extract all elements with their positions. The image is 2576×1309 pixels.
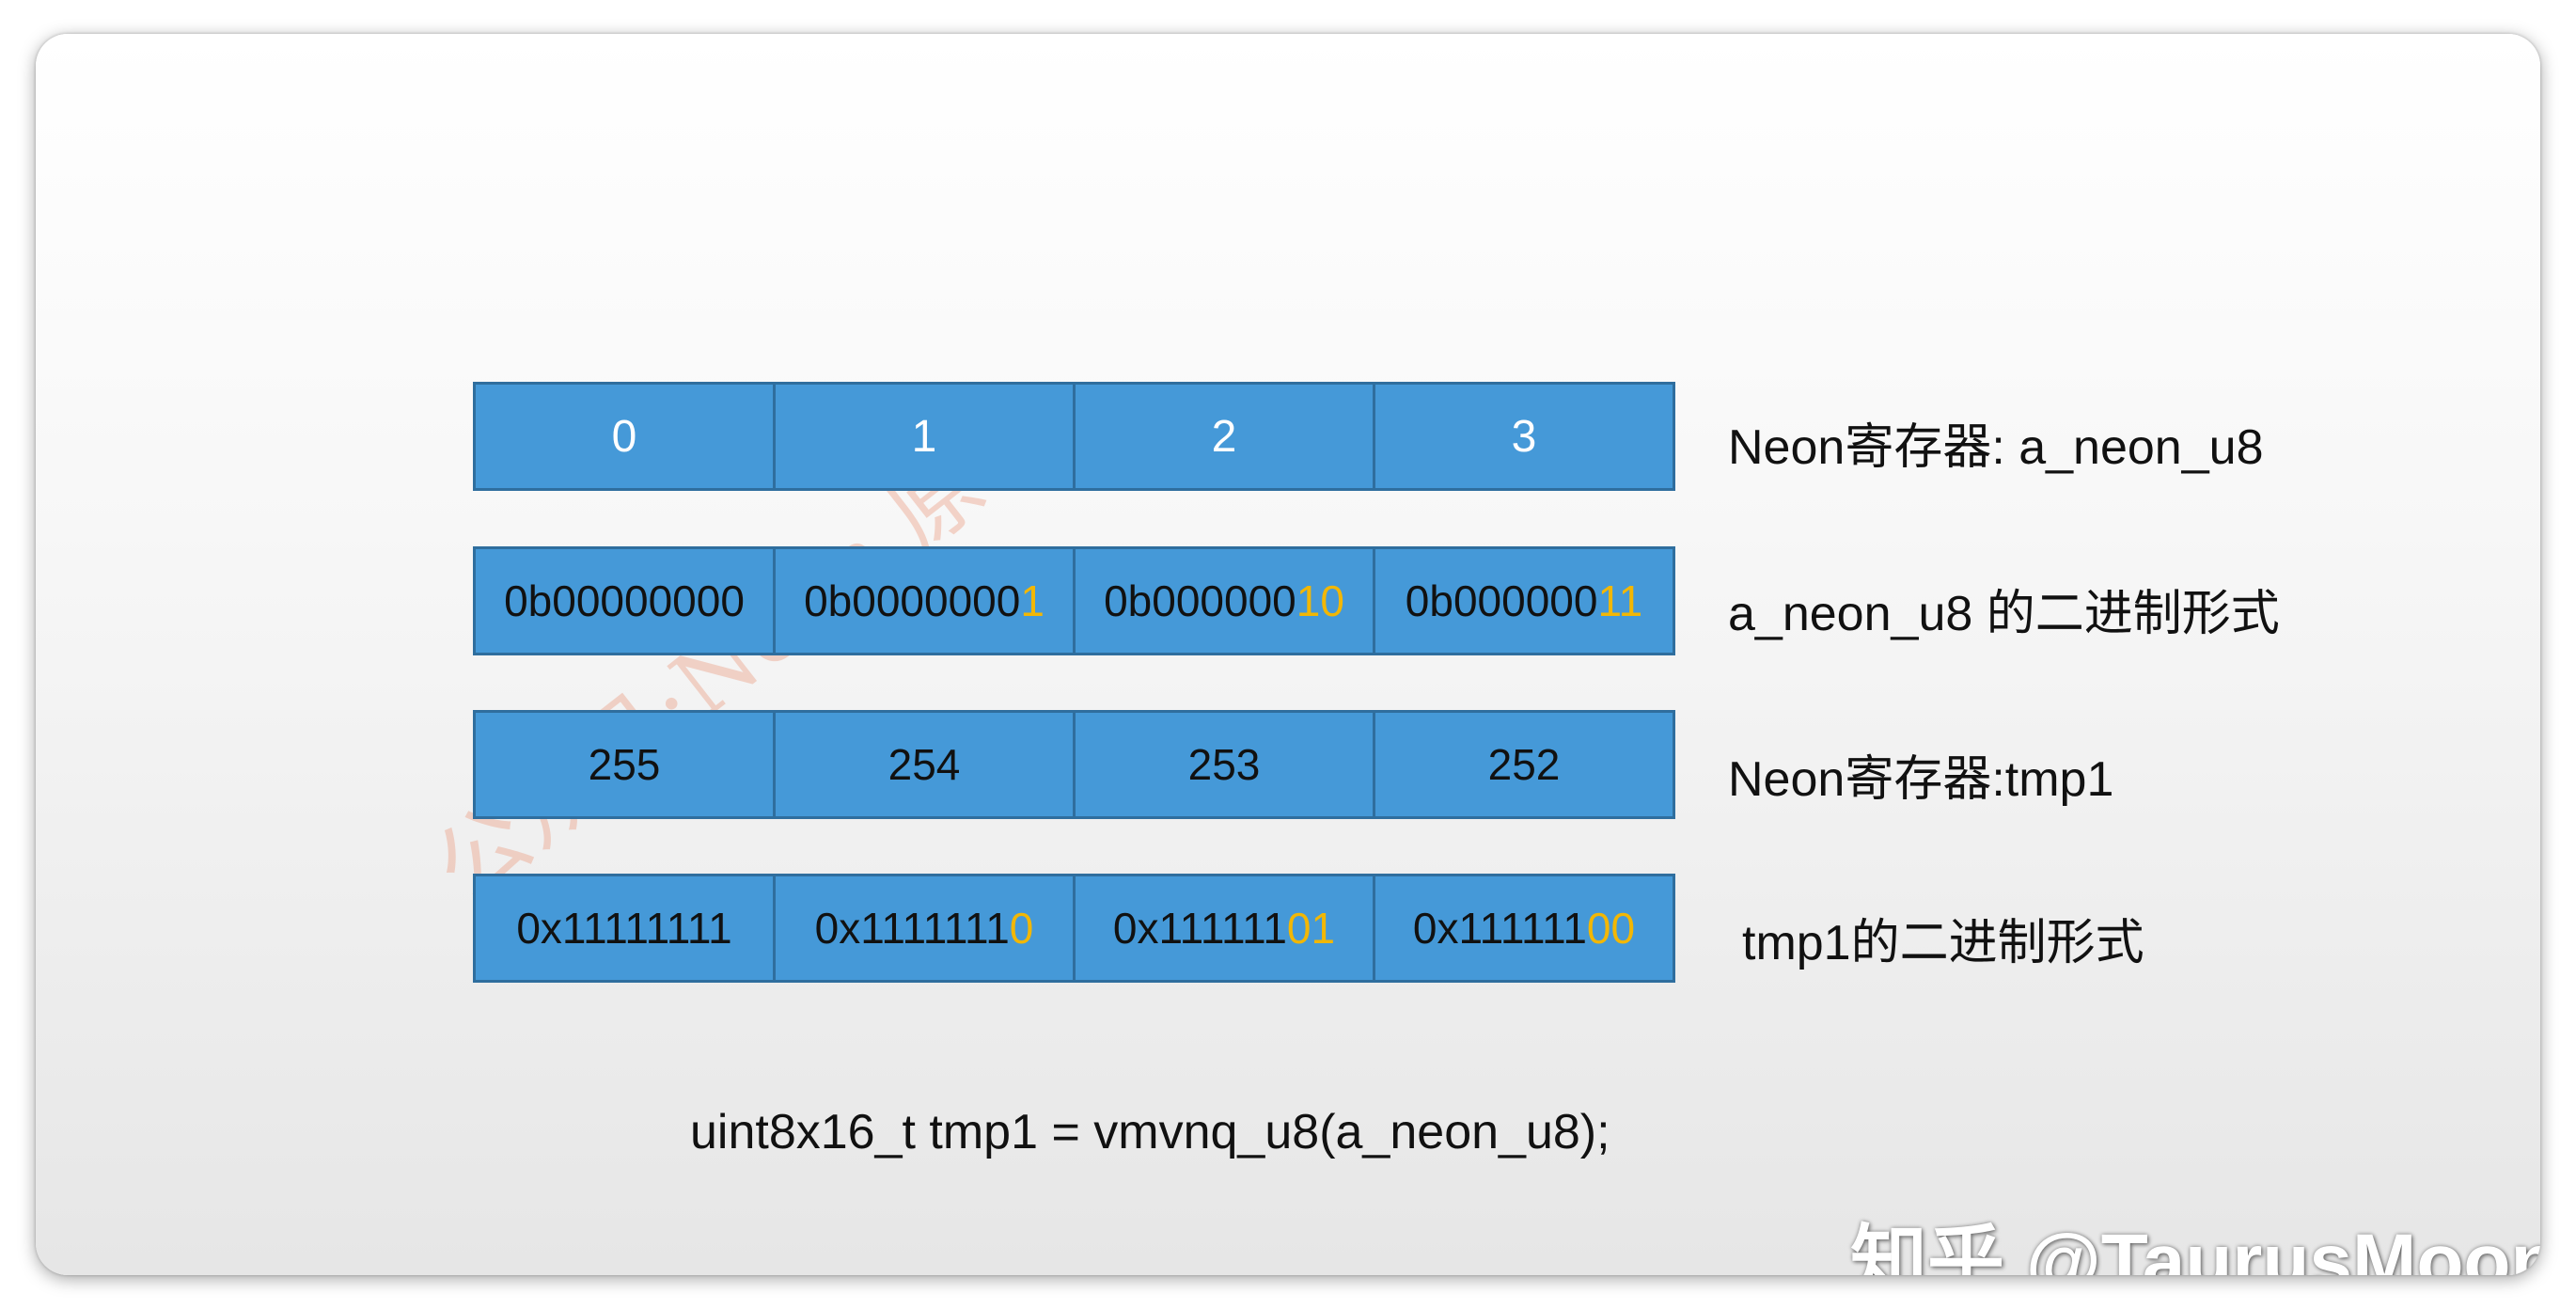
row-label: Neon寄存器: a_neon_u8	[1728, 420, 2264, 475]
row-label: tmp1的二进制形式	[1742, 916, 2144, 970]
register-a-neon-u8: 0 1 2 3	[473, 382, 1675, 491]
lane-0: 255	[476, 713, 776, 816]
lane-0: 0b00000000	[476, 549, 776, 653]
lane-1: 1	[776, 385, 1076, 488]
lane-0: 0	[476, 385, 776, 488]
diagram-panel: 公众号:Neon 原创 0 1 2 3 Neon寄存器: a_neon_u8 0…	[36, 34, 2540, 1275]
lane-1: 254	[776, 713, 1076, 816]
row-label: a_neon_u8 的二进制形式	[1728, 587, 2280, 641]
zhihu-logo: 知乎 @TaurusMoon	[1850, 1219, 2540, 1275]
lane-0: 0x11111111	[476, 876, 776, 980]
lane-2: 2	[1076, 385, 1375, 488]
code-line: uint8x16_t tmp1 = vmvnq_u8(a_neon_u8);	[690, 1105, 1610, 1159]
register-tmp1: 255 254 253 252	[473, 710, 1675, 819]
lane-3: 252	[1375, 713, 1673, 816]
lane-3: 3	[1375, 385, 1673, 488]
row-label: Neon寄存器:tmp1	[1728, 752, 2114, 807]
lane-2: 253	[1076, 713, 1375, 816]
